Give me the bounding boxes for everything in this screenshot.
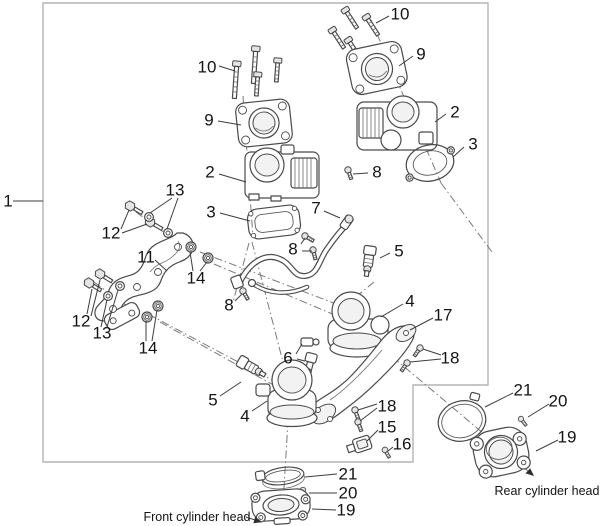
part-16-screw — [380, 445, 393, 460]
callout-3-left: 3 — [206, 203, 215, 222]
callout-21-front: 21 — [339, 465, 358, 484]
callout-11: 11 — [137, 248, 155, 267]
part-5-injector-rear — [359, 244, 378, 278]
callout-19-front: 19 — [337, 501, 356, 520]
parts-layer — [81, 5, 531, 525]
callout-20-front: 20 — [339, 484, 358, 503]
callout-12-top: 12 — [102, 224, 121, 243]
leader-lines — [13, 15, 559, 521]
callout-18-right: 18 — [441, 349, 460, 368]
label-front-cylinder-head: Front cylinder head — [143, 510, 250, 524]
callout-8-bottom: 8 — [224, 296, 233, 315]
callout-14-right: 14 — [187, 269, 206, 288]
part-10-screws-left — [229, 45, 283, 100]
part-19-manifold-front — [250, 488, 311, 525]
diagram-frame — [42, 2, 489, 463]
part-9-flange-left — [235, 98, 293, 148]
part-17-support-bracket — [311, 323, 417, 425]
callout-14-bottom: 14 — [139, 339, 158, 358]
callout-3-right: 3 — [468, 135, 477, 154]
label-layer: Front cylinder head Rear cylinder head — [143, 484, 599, 524]
part-19-manifold-rear — [469, 426, 531, 479]
callout-20-rear: 20 — [549, 392, 568, 411]
callout-9-left: 9 — [204, 111, 213, 130]
part-2-throttle-body-left — [244, 144, 320, 202]
callout-8-right: 8 — [372, 163, 381, 182]
callout-8-mid: 8 — [288, 240, 297, 259]
callout-21-rear: 21 — [514, 381, 533, 400]
part-3-gasket-right — [405, 144, 456, 182]
callout-5-front: 5 — [208, 391, 217, 410]
part-9-flange-right — [345, 40, 408, 96]
callout-1: 1 — [3, 192, 12, 211]
callout-4-front: 4 — [240, 407, 249, 426]
callout-10-right: 10 — [391, 5, 410, 24]
callout-17: 17 — [434, 306, 453, 325]
part-2-throttle-body-right — [356, 95, 438, 151]
callout-5-right: 5 — [394, 242, 403, 261]
callout-13-top: 13 — [166, 181, 185, 200]
callout-10-left: 10 — [198, 58, 217, 77]
part-5-injector-front — [234, 354, 269, 382]
part-15-sensor — [345, 434, 373, 454]
callout-4-rear: 4 — [405, 292, 414, 311]
part-4-throttle-body-rear — [327, 291, 390, 358]
callout-7: 7 — [311, 199, 320, 218]
callout-16: 16 — [393, 435, 412, 454]
callout-2-left: 2 — [205, 163, 214, 182]
callout-13-bottom: 13 — [93, 324, 112, 343]
part-21-clamp-front — [254, 466, 305, 490]
front-head-arrow-icon — [253, 516, 262, 524]
callout-12-bottom: 12 — [72, 312, 91, 331]
callout-6: 6 — [283, 349, 292, 368]
part-4-throttle-body-front — [255, 359, 318, 428]
callout-19-rear: 19 — [558, 428, 577, 447]
callout-2-right: 2 — [450, 103, 459, 122]
callout-15: 15 — [378, 418, 397, 437]
part-21-clamp-rear — [437, 391, 487, 442]
rear-head-arrow-icon — [525, 468, 534, 476]
part-20-screw-rear — [516, 414, 529, 428]
part-3-gasket-left — [246, 204, 302, 240]
callout-18-lower: 18 — [378, 397, 397, 416]
label-rear-cylinder-head: Rear cylinder head — [495, 484, 600, 498]
part-11-bracket — [94, 232, 194, 330]
part-7-fuel-pipe — [230, 214, 354, 295]
callout-9-right: 9 — [416, 45, 425, 64]
